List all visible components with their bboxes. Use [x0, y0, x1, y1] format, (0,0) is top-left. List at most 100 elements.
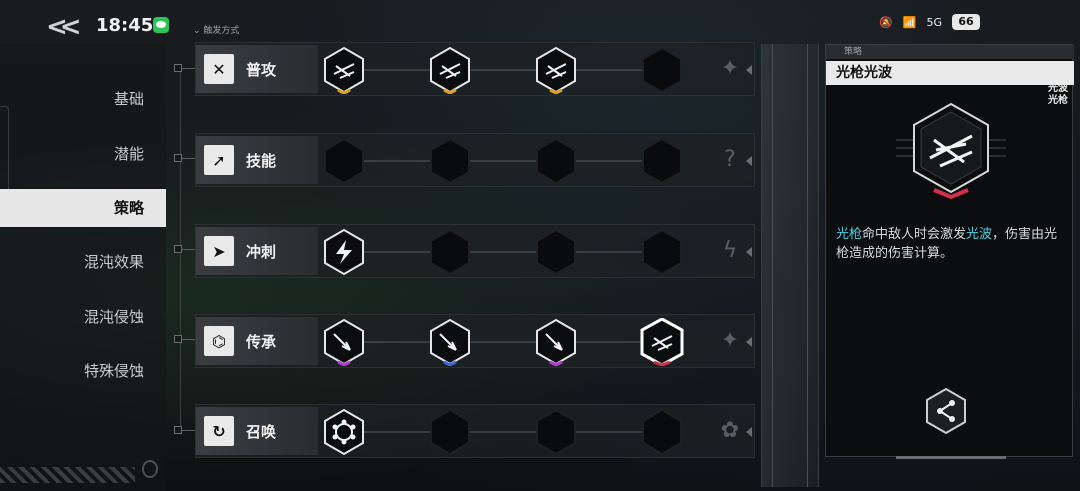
trigger-label-text: 触发方式: [203, 26, 240, 36]
detail-title: 光枪光波: [826, 61, 1074, 85]
row-summon: ↻ 召唤 ✿: [195, 404, 755, 458]
desc-highlight: 光波: [966, 227, 993, 242]
row-label[interactable]: ➤ 冲刺: [196, 227, 318, 275]
tree-node: [174, 154, 182, 162]
strategy-node-empty[interactable]: [426, 228, 474, 276]
tree-node: [174, 64, 182, 72]
badge-icon: [142, 460, 158, 478]
chevron-down-icon: ⌄: [193, 26, 204, 36]
trigger-mode-label[interactable]: ⌄ 触发方式: [193, 23, 239, 36]
strategy-node-filled[interactable]: [532, 318, 580, 366]
tree-branch: [175, 68, 195, 69]
strategy-node-empty[interactable]: [638, 408, 686, 456]
row-title: 普攻: [246, 60, 277, 79]
dna-icon: ⌬: [204, 326, 234, 356]
strategy-node-empty[interactable]: [320, 137, 368, 185]
tree-node: [174, 335, 182, 343]
decorative-stripes: [0, 467, 135, 483]
strategy-node-filled[interactable]: [426, 318, 474, 366]
tree-node: [174, 245, 182, 253]
row-arrow: [746, 65, 752, 75]
strategy-node-selected[interactable]: [638, 318, 686, 366]
tree-branch: [175, 430, 195, 431]
menu-item-potential[interactable]: 潜能: [113, 145, 144, 163]
network-type: 5G: [926, 15, 942, 29]
strategy-node-empty[interactable]: [638, 228, 686, 276]
row-inheritance: ⌬ 传承 ✦: [195, 314, 755, 368]
tree-node: [174, 426, 182, 434]
menu-item-chaos-erosion[interactable]: 混沌侵蚀: [83, 308, 144, 326]
arrow-icon: ➚: [204, 145, 234, 175]
row-label[interactable]: ⌬ 传承: [196, 317, 318, 365]
strategy-node-empty[interactable]: [532, 137, 580, 185]
row-title: 冲刺: [246, 242, 277, 261]
strategy-node-empty[interactable]: [426, 408, 474, 456]
dash-icon: ➤: [204, 236, 234, 266]
strategy-node-empty[interactable]: [532, 228, 580, 276]
row-arrow: [746, 427, 752, 437]
strategy-node-filled[interactable]: [320, 408, 368, 456]
row-connector: [346, 431, 674, 433]
row-arrow: [746, 337, 752, 347]
row-arrow: [746, 156, 752, 166]
strategy-node-empty[interactable]: [532, 408, 580, 456]
detail-chip: 光波 光枪: [1048, 83, 1068, 107]
row-arrow: [746, 247, 752, 257]
battery-icon: 66: [952, 14, 980, 30]
row-dash: ➤ 冲刺 ϟ: [195, 224, 755, 278]
locked-strategy-icon: ✦: [720, 328, 740, 353]
panel-divider: [761, 44, 819, 487]
status-bar: << 18:45 ⌄ 触发方式 🔕 📶 5G 66: [0, 0, 1080, 44]
clock: 18:45: [96, 15, 154, 36]
flower-icon: ✿: [720, 418, 740, 443]
strategy-node-empty[interactable]: [638, 46, 686, 94]
desc-highlight: 光枪: [836, 227, 863, 242]
menu-item-strategy[interactable]: 策略: [0, 189, 166, 227]
strategy-node-filled[interactable]: [532, 46, 580, 94]
menu-item-chaos-effect[interactable]: 混沌效果: [83, 253, 144, 271]
tree-branch: [175, 249, 195, 250]
strategy-node-filled[interactable]: [320, 228, 368, 276]
row-label[interactable]: ↻ 召唤: [196, 407, 318, 455]
swords-icon: ✕: [204, 54, 234, 84]
row-normal-attack: ✕ 普攻 ✦: [195, 42, 755, 96]
detail-strategy-emblem: [896, 102, 1006, 200]
wechat-icon: [153, 17, 169, 33]
menu-item-basic[interactable]: 基础: [113, 90, 144, 108]
row-connector: [346, 69, 674, 71]
desc-text: ，伤害由光枪造成的伤害计算。: [836, 227, 1058, 261]
row-skill: ➚ 技能 ?: [195, 133, 755, 187]
left-menu: 基础 潜能 策略 混沌效果 混沌侵蚀 特殊侵蚀: [0, 44, 166, 491]
panel-bottom-bar: [896, 456, 1006, 459]
strategy-node-filled[interactable]: [320, 318, 368, 366]
wifi-icon: 📶: [902, 15, 917, 29]
lightning-icon: ϟ: [722, 238, 738, 263]
summon-icon: ↻: [204, 416, 234, 446]
strategy-node-empty[interactable]: [638, 137, 686, 185]
tree-branch: [175, 158, 195, 159]
system-icons: 🔕 📶 5G 66: [879, 14, 980, 30]
strategy-node-filled[interactable]: [426, 46, 474, 94]
menu-item-special-erosion[interactable]: 特殊侵蚀: [83, 362, 144, 380]
row-connector: [346, 341, 674, 343]
tree-branch: [175, 339, 195, 340]
chip-line: 光波: [1048, 83, 1068, 94]
locked-strategy-icon: ✦: [720, 56, 740, 81]
row-title: 技能: [246, 151, 277, 170]
share-button[interactable]: [922, 387, 970, 435]
back-button[interactable]: <<: [46, 12, 81, 42]
strategy-node-filled[interactable]: [320, 46, 368, 94]
row-connector: [346, 251, 674, 253]
desc-text: 命中敌人时会激发: [862, 227, 967, 242]
strategy-node-empty[interactable]: [426, 137, 474, 185]
detail-panel: 策略 光枪光波 光波 光枪 光枪命中敌人时会激发光波，伤害由光枪造成的伤害计算。: [825, 44, 1074, 459]
unknown-strategy-icon: ?: [724, 147, 736, 172]
detail-description: 光枪命中敌人时会激发光波，伤害由光枪造成的伤害计算。: [836, 225, 1064, 263]
chip-line: 光枪: [1048, 95, 1068, 106]
mute-bell-icon: 🔕: [879, 15, 893, 29]
row-label[interactable]: ➚ 技能: [196, 136, 318, 184]
detail-tag: 策略: [826, 45, 1074, 59]
row-connector: [346, 160, 674, 162]
row-title: 召唤: [246, 422, 277, 441]
row-label[interactable]: ✕ 普攻: [196, 45, 318, 93]
